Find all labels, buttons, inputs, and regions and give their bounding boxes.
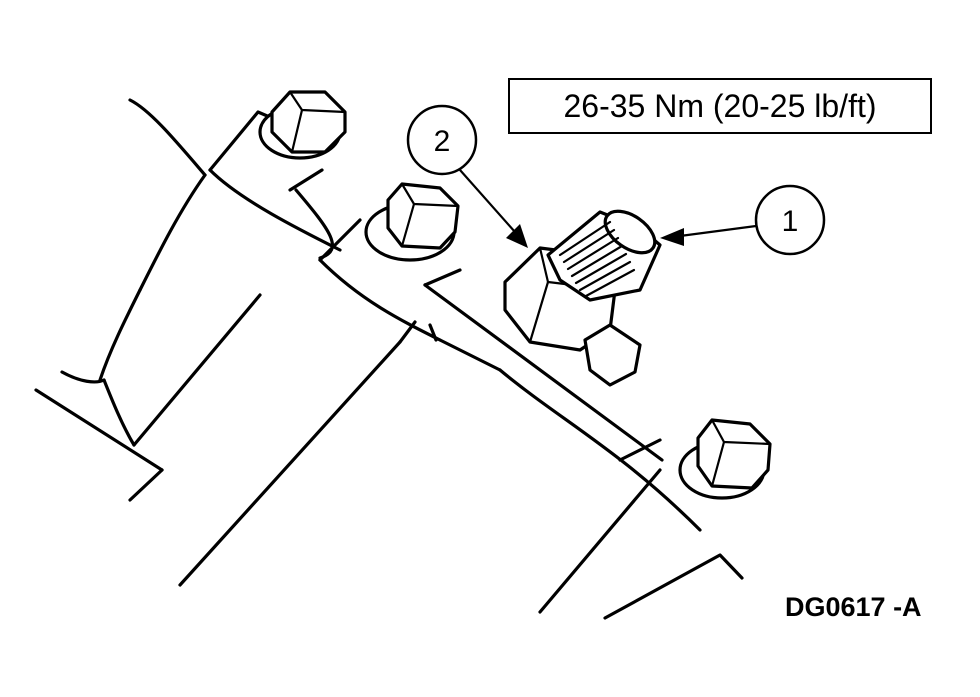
flange-bolt-3 [678, 418, 772, 500]
callout-1-arrowhead [660, 228, 684, 246]
callout-2: 2 [406, 104, 528, 248]
mounting-flange [208, 110, 702, 532]
threaded-sensor [546, 209, 662, 302]
callout-1-label: 1 [782, 205, 799, 238]
figure-id: DG0617 -A [785, 592, 922, 622]
housing-body [34, 98, 744, 620]
flange-bolt-2 [364, 182, 460, 262]
callout-2-label: 2 [434, 125, 451, 158]
flange-bolt-1 [258, 90, 347, 160]
callout-1: 1 [660, 184, 826, 256]
torque-spec-label: 26-35 Nm (20-25 lb/ft) [508, 78, 932, 134]
callout-2-arrowhead [506, 224, 528, 248]
